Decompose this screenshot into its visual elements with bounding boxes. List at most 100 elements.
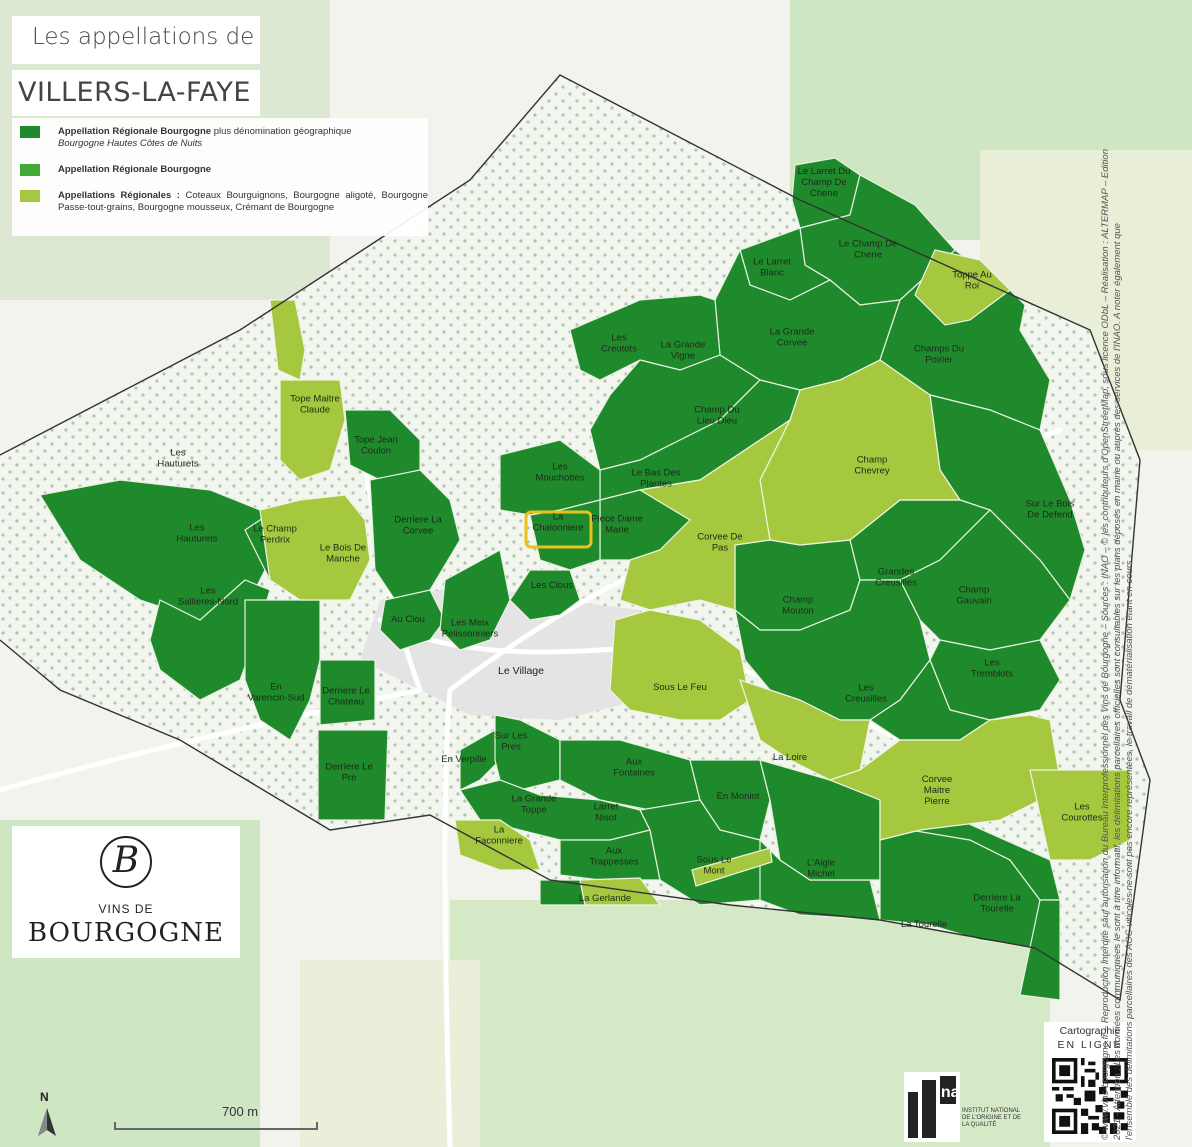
credit-line: 2021 - Attention : Les données communiqu…	[1112, 223, 1123, 1140]
cartographie-en-ligne[interactable]: Cartographie EN LIGNE	[1044, 1022, 1136, 1142]
parcel-label-line: La	[494, 825, 505, 836]
legend-swatch-dark	[20, 126, 40, 138]
parcel-label-line: Chene	[810, 188, 838, 199]
parcel-label: La Tourelle	[901, 919, 947, 930]
parcel-label-line: Creutots	[601, 344, 637, 355]
parcel-label-line: L'Aigle	[807, 858, 835, 869]
parcel-label-line: Pas	[712, 543, 729, 554]
field-area	[300, 960, 480, 1147]
scale-label: 700 m	[222, 1104, 259, 1119]
parcel-label-line: Le Champ	[253, 524, 297, 535]
parcel-label-line: Les	[858, 683, 874, 694]
parcel-label-line: Hauturets	[157, 459, 198, 470]
parcel-label-line: Le Larret Du	[798, 166, 851, 177]
parcel-label-line: Champ	[783, 595, 814, 606]
parcel-label-line: Les	[189, 523, 205, 534]
parcel-label-line: Michel	[807, 869, 834, 880]
parcel-label-line: Chene	[854, 250, 882, 261]
vins-de-bourgogne-logo: B VINS DE BOURGOGNE	[12, 826, 240, 958]
parcel-label-line: Le Bas Des	[631, 468, 680, 479]
parcel-label-line: Corvee	[403, 526, 434, 537]
parcel-label-line: Gauvain	[956, 596, 991, 607]
parcel-label-line: Les Meix	[451, 618, 489, 629]
parcel-label: Les Clous	[531, 580, 573, 591]
parcel-label-line: Champs Du	[914, 344, 964, 355]
parcel-label-line: Pierre	[924, 796, 949, 807]
parcel-label-line: Derriere Le	[325, 762, 373, 773]
parcel-label-line: Faconniere	[475, 836, 523, 847]
parcel-label: La Loire	[773, 752, 807, 763]
parcel-label-line: En	[270, 682, 282, 693]
parcel-label-line: Le Bois De	[320, 543, 366, 554]
parcel-label-line: Au Clou	[391, 614, 425, 625]
parcel-label-line: Fontaines	[613, 768, 655, 779]
parcel-label: En Verpille	[441, 754, 486, 765]
parcel-label-line: Coulon	[361, 446, 391, 457]
parcel-label: Le Village	[498, 665, 544, 677]
parcel-label-line: Larret	[594, 802, 619, 813]
parcel-label-line: En Verpille	[441, 754, 486, 765]
parcel-label-line: Manche	[326, 554, 360, 565]
parcel-label-line: Aux	[626, 757, 643, 768]
parcel-label-line: Mouchottes	[535, 473, 584, 484]
parcel-label-line: Mouton	[782, 606, 814, 617]
parcel-label-line: Tourelle	[980, 904, 1013, 915]
parcel-label-line: Nisot	[595, 813, 617, 824]
parcel-label-line: Hauturets	[176, 534, 217, 545]
parcel-label-line: Pre	[342, 773, 357, 784]
parcel-label-line: Grandes	[878, 567, 915, 578]
parcel-label-line: Le Village	[498, 665, 544, 677]
parcel-label-line: Champ	[857, 455, 888, 466]
credit-text: © www.vins-bourgogne.fr – Reproduction i…	[1100, 0, 1136, 1140]
parcel-label-line: Chateau	[328, 697, 364, 708]
parcel-label-line: En Moniot	[717, 791, 760, 802]
parcel-label-line: Piece Dame	[591, 514, 643, 525]
parcel-label-line: La Grande	[661, 340, 706, 351]
parcel-label-line: Courottes	[1061, 813, 1102, 824]
parcel-label-line: Toppe Au	[952, 270, 992, 281]
parcel-label-line: Champ Du	[694, 405, 739, 416]
parcel-label: En Moniot	[717, 791, 760, 802]
legend-bold: Appellation Régionale Bourgogne	[58, 126, 212, 137]
qr-code-icon[interactable]	[1052, 1058, 1128, 1134]
parcel-label-line: Marie	[605, 525, 629, 536]
parcel-label-line: Derriere Le	[322, 686, 370, 697]
parcel-label-line: Creusilles	[875, 578, 917, 589]
parcel-label-line: Chevrey	[854, 466, 890, 477]
legend-text: plus dénomination géographique	[211, 126, 352, 137]
parcel-label: La Gerlande	[579, 893, 631, 904]
title-line1: Les appellations de	[32, 24, 255, 50]
parcel-label-line: Plantes	[640, 479, 672, 490]
parcel-label: Au Clou	[391, 614, 425, 625]
parcel-label-line: Les	[552, 462, 568, 473]
parcels-light	[259, 249, 1131, 906]
parcel-label-line: Les	[1074, 802, 1090, 813]
legend-text: Coteaux Bourguignons, Bourgogne aligoté,…	[58, 190, 428, 213]
parcel-label-line: Tope Jean	[354, 435, 398, 446]
inao-logo: ina INSTITUT NATIONAL DE L'ORIGINE ET DE…	[904, 1072, 1024, 1144]
parcel-label-line: La Gerlande	[579, 893, 631, 904]
title-line2-box: VILLERS-LA-FAYE	[12, 70, 260, 116]
logo-line1: VINS DE	[98, 902, 154, 916]
parcel-label-line: Sur Le Bois	[1025, 499, 1074, 510]
